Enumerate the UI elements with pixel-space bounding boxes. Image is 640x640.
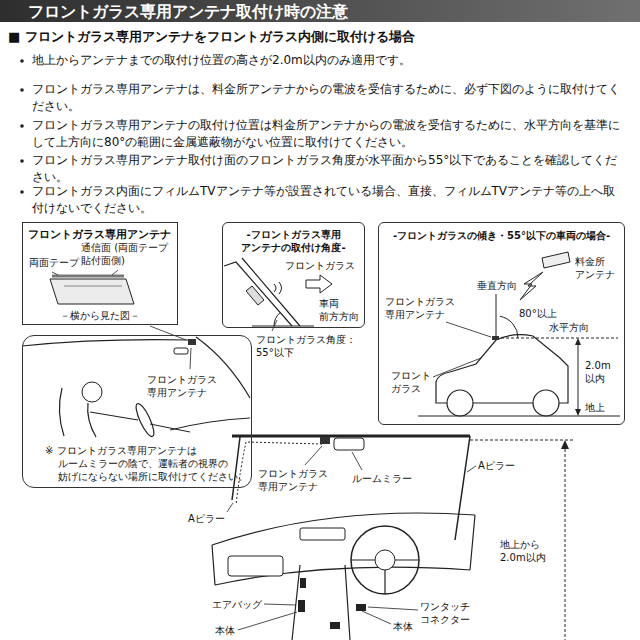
unit-block: [300, 578, 306, 588]
part-label: フロントガラス: [285, 259, 355, 272]
arrowhead: [575, 338, 581, 345]
arrowhead: [561, 440, 569, 449]
angle-arc: [500, 316, 518, 338]
view-caption: －横から見た図－: [23, 309, 177, 322]
direction-label: 車両 前方方向: [319, 297, 364, 323]
bullet-text: フロントガラス内面にフィルムTVアンテナ等が設置されている場合、直接、フィルムT…: [32, 183, 622, 217]
note-text: ※ フロントガラス専用アンテナは ルームミラーの陰で、運転者の視界の 妨げになら…: [45, 444, 251, 483]
car-wheel: [447, 390, 473, 416]
title-band: [0, 0, 640, 22]
connector-block: [330, 622, 340, 629]
dashboard-outline: [212, 513, 475, 585]
room-mirror: [174, 348, 188, 354]
air-vent: [300, 528, 345, 540]
antenna-mark: [188, 339, 196, 345]
panel-heading: -フロントガラスの傾き・55°以下の車両の場合-: [379, 229, 624, 242]
tape-strip: [52, 275, 124, 278]
antenna-mark: [492, 336, 499, 340]
leader-line: [272, 320, 277, 331]
part-label: フロントガラス 専用アンテナ: [147, 373, 223, 399]
dimension-label: 地上: [585, 401, 605, 414]
horizontal-line: [252, 326, 314, 327]
section-heading: ■ フロントガラス専用アンテナをフロントガラス内側に取付ける場合: [8, 29, 415, 46]
part-label: 本体: [215, 624, 235, 637]
bullet-dot: [20, 190, 24, 194]
steering-spoke: [351, 560, 419, 594]
antenna-body: [50, 279, 134, 304]
bullet-dot: [20, 124, 24, 128]
dashboard-view: [212, 436, 575, 640]
direction-label: 垂直方向: [477, 279, 517, 292]
direction-label: 水平方向: [549, 321, 589, 334]
connector-block: [356, 604, 366, 611]
part-label: フロント ガラス: [391, 369, 433, 395]
toll-antenna: [542, 252, 570, 268]
part-label: 本体: [393, 620, 413, 633]
bullet-text: フロントガラス専用アンテナは、料金所アンテナからの電波を受信するために、必ず下図…: [32, 81, 622, 115]
windshield-header: [232, 435, 470, 438]
antenna-side-view: [50, 270, 134, 304]
part-label: ワンタッチ コネクター: [420, 600, 478, 626]
part-label: Aピラー: [478, 459, 515, 472]
direction-arrow: [306, 275, 332, 293]
part-label: 通信面 (両面テープ 貼付面側): [81, 241, 177, 267]
center-console: [292, 565, 350, 640]
dimension-label: 地上から 2.0m以内: [500, 538, 550, 564]
vertical-line: [496, 294, 497, 338]
panel-heading: フロントガラス専用アンテナ: [28, 228, 171, 242]
a-pillar: [232, 436, 470, 540]
bullet-dot: [20, 59, 24, 63]
page-title: フロントガラス専用アンテナ取付け時の注意: [28, 2, 348, 23]
bullet-dot: [20, 159, 24, 163]
part-label: フロントガラス 専用アンテナ: [258, 467, 334, 493]
roof-line: [22, 340, 190, 346]
radio-bolt: [520, 272, 543, 300]
bullet-dot: [20, 88, 24, 92]
antenna-body: [246, 286, 264, 305]
dashboard-line: [150, 418, 250, 432]
dimension-line: [470, 440, 575, 640]
radio-waves: [274, 282, 282, 294]
room-mirror: [334, 438, 364, 450]
antenna-detail: [64, 286, 122, 287]
dimension-line: [578, 342, 579, 412]
part-label: ルームミラー: [352, 472, 412, 485]
steering-wheel: [351, 526, 419, 594]
leader-line: [433, 322, 491, 377]
arrowhead: [575, 409, 581, 416]
detail-panel: -フロントガラス専用 アンテナの取付け角度- フロントガラス車両 前方方向: [222, 222, 365, 328]
bullet-text: フロントガラス専用アンテナ取付け面のフロントガラス角度が水平面から55°以下であ…: [32, 152, 622, 186]
part-label: 料金所 アンテナ: [575, 255, 620, 281]
panel-heading: -フロントガラス専用 アンテナの取付け角度-: [223, 228, 364, 254]
horizontal-line: [496, 338, 618, 339]
driver-head: [82, 382, 102, 402]
part-label: 両面テープ: [29, 256, 79, 269]
interior-side-view: [22, 326, 250, 438]
part-label: Aピラー: [188, 512, 225, 525]
steering-hub: [375, 550, 395, 570]
callout-label: フロントガラス角度： 55°以下: [256, 333, 362, 359]
bullet-dots: [20, 59, 24, 194]
car-profile-view: [418, 252, 620, 416]
bullet-text: 地上からアンテナまでの取付け位置の高さが2.0m以内のみ適用です。: [32, 52, 622, 69]
bullet-text: フロントガラス専用アンテナの取付け位置は料金所アンテナからの電波を受信するために…: [32, 117, 622, 151]
leader-line: [150, 326, 186, 340]
leader-line: [52, 270, 118, 275]
dimension-label: 2.0m 以内: [585, 359, 619, 385]
interior-frame: フロントガラス 専用アンテナ ※ フロントガラス専用アンテナは ルームミラーの陰で…: [22, 335, 252, 488]
part-label: エアバッグ: [212, 598, 262, 611]
car-wheel: [533, 390, 559, 416]
leader-line: [190, 348, 191, 369]
detail-panel: フロントガラス専用アンテナ両面テープ通信面 (両面テープ 貼付面側) －横から見た…: [22, 222, 178, 325]
angle-label: 80°以上: [519, 307, 557, 320]
part-label: フロントガラス 専用アンテナ: [385, 295, 459, 321]
steering-wheel: [133, 402, 157, 439]
unit-block: [298, 600, 305, 612]
ground-line: [418, 416, 620, 417]
driver-body: [59, 388, 138, 437]
glove-box: [228, 556, 283, 576]
antenna-mark: [320, 437, 330, 444]
detail-panel: -フロントガラスの傾き・55°以下の車両の場合- 料金所 アンテナ垂直方向フロント…: [378, 222, 625, 425]
